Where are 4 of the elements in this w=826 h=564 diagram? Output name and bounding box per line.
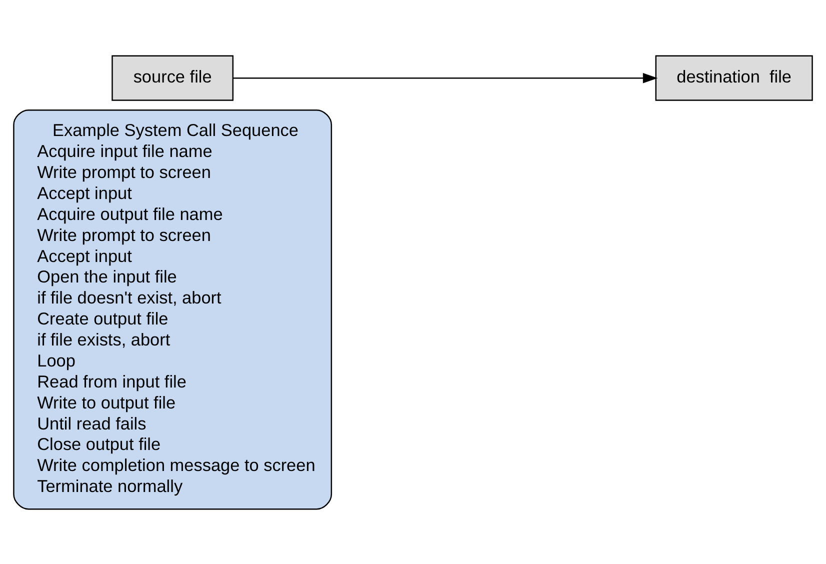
node-box: source file <box>112 54 234 100</box>
node-box: Example System Call Sequence Acquire input file name Write prompt to screen Accept input Acquire output file name Write prompt to screen Accept input Open the input file if file doesn't exist, abort Create output file if file exists, abort Loop Read from input file Write to output file Until read fails Close output file Write completion message to screen Terminate normally <box>13 109 332 510</box>
arrow <box>233 72 658 83</box>
node-box: destination file <box>655 54 813 100</box>
